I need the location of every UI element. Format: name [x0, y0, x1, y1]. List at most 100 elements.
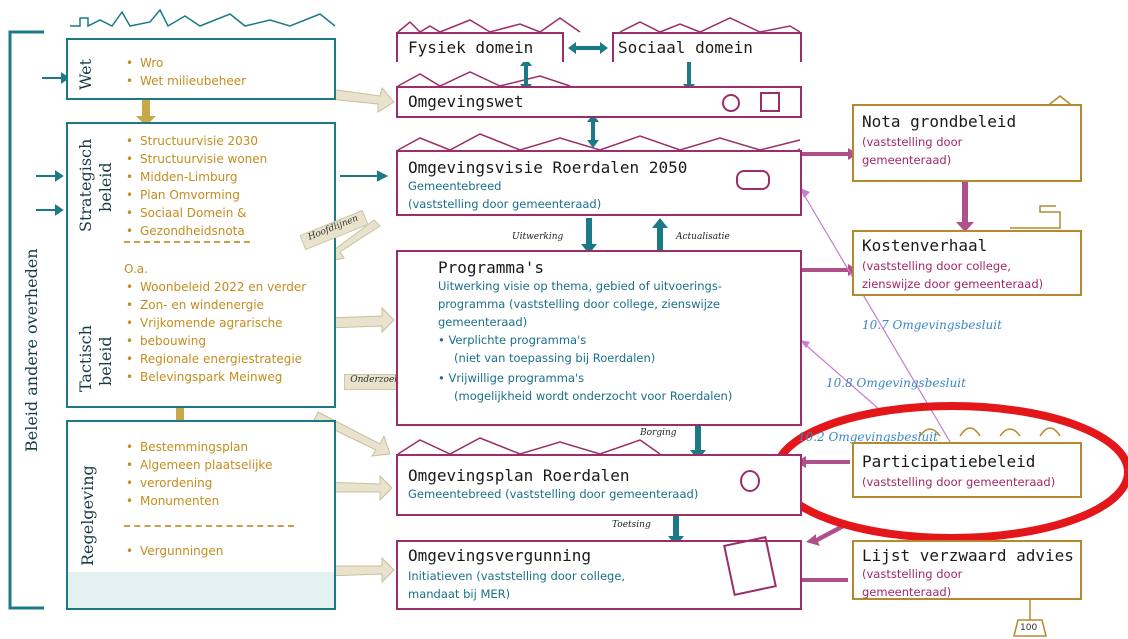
vergunning-line1: Initiatieven (vaststelling door college, [408, 569, 626, 583]
arrow-lijst-verg [790, 574, 848, 586]
fysiek-box [396, 32, 564, 62]
weight-label: 100 [1020, 623, 1038, 633]
sign-icon [722, 94, 740, 112]
programmas-bullet1-sub: (niet van toepassing bij Roerdalen) [454, 351, 656, 365]
visie-box [396, 150, 802, 216]
register-decoration [1010, 205, 1061, 229]
arrow-toetsing [668, 512, 684, 546]
skyline-decoration [70, 8, 336, 28]
kosten-title: Kostenverhaal [862, 236, 988, 255]
list-item: Structuurvisie 2030 [124, 132, 267, 150]
strategisch-label-1: Strategisch [76, 138, 95, 232]
arrow-actualisatie [652, 218, 668, 254]
nota-line2: gemeenteraad) [862, 153, 952, 167]
list-item: Midden-Limburg [124, 168, 267, 186]
tactisch-label-1: Tactisch [76, 325, 95, 392]
participatie-title: Participatiebeleid [862, 452, 1036, 471]
list-item: Belevingspark Meinweg [124, 368, 306, 386]
strategisch-divider [124, 241, 250, 243]
tape-arrow-tact [325, 306, 395, 334]
programmas-bullet2-sub: (mogelijkheid wordt onderzocht voor Roer… [454, 389, 733, 403]
lijst-line2: gemeenteraad) [862, 585, 952, 599]
uitwerking-label: Uitwerking [512, 232, 564, 242]
programmas-line2: programma (vaststelling door college, zi… [438, 297, 720, 311]
kosten-line1: (vaststelling door college, [862, 259, 1011, 273]
center-skyline-4 [397, 133, 801, 151]
omgevingsplan-title: Omgevingsplan Roerdalen [408, 466, 630, 485]
strategisch-list: Structuurvisie 2030 Structuurvisie wonen… [124, 132, 267, 240]
list-item: Regionale energiestrategie [124, 350, 306, 368]
omgevingswet-box [396, 86, 802, 118]
programmas-line1: Uitwerking visie op thema, gebied of uit… [438, 279, 722, 293]
list-item: Gezondheidsnota [124, 222, 267, 240]
tape-arrow-regel-3 [325, 556, 395, 584]
arrow-particip-verg [806, 522, 848, 546]
annotation-line-108 [799, 339, 881, 411]
nota-title: Nota grondbeleid [862, 112, 1017, 131]
annotation-10-7: 10.7 Omgevingsbesluit [862, 318, 1002, 332]
bullet-text: Verplichte programma's [448, 333, 587, 347]
tactisch-intro: O.a. [124, 262, 148, 276]
list-item: verordening [124, 474, 272, 492]
arrow-fysiek-sociaal [568, 42, 608, 54]
arrow-fysiek-wet [520, 58, 532, 92]
center-skyline-top [397, 17, 581, 33]
binoculars-icon [736, 170, 770, 190]
arrow-borging [690, 424, 706, 460]
kosten-box [852, 230, 1082, 296]
visie-title: Omgevingsvisie Roerdalen 2050 [408, 158, 688, 177]
list-item: Woonbeleid 2022 en verder [124, 278, 306, 296]
programmas-bullet2: • Vrijwillige programma's [438, 371, 585, 385]
nota-line1: (vaststelling door [862, 135, 963, 149]
center-skyline-3 [397, 71, 571, 87]
arrow-particip-plan [796, 456, 850, 468]
nota-box [852, 104, 1082, 182]
lijst-title: Lijst verzwaard advies [862, 546, 1074, 565]
arrow-uitwerking [581, 218, 597, 254]
list-item: Plan Omvorming [124, 186, 267, 204]
annotation-10-8: 10.8 Omgevingsbesluit [826, 376, 966, 390]
vergunning-box [396, 540, 802, 610]
regelgeving-label: Regelgeving [78, 465, 97, 566]
list-item: Zon- en windenergie [124, 296, 306, 314]
arrow-wet-visie [587, 114, 599, 148]
programmas-title: Programma's [438, 258, 544, 277]
tactisch-label-2: beleid [96, 336, 115, 386]
arrow-nota-kosten [956, 176, 974, 232]
tape-onderzoek: Onderzoek [344, 374, 406, 390]
landscape-decoration [68, 572, 334, 608]
wet-label: Wet [76, 58, 95, 90]
list-item: Sociaal Domein & [124, 204, 267, 222]
programmas-line3: gemeenteraad) [438, 315, 528, 329]
list-item: Structuurvisie wonen [124, 150, 267, 168]
center-skyline-5 [397, 437, 661, 455]
toetsing-label: Toetsing [612, 520, 651, 530]
list-item: Algemeen plaatselijke [124, 456, 272, 474]
actualisatie-label: Actualisatie [676, 232, 730, 242]
participatie-box [852, 442, 1082, 498]
sociaal-title: Sociaal domein [618, 38, 753, 57]
list-item: Vrijkomende agrarische [124, 314, 306, 332]
arrow-nota-visie [790, 148, 858, 160]
regelgeving-list: Bestemmingsplan Algemeen plaatselijke ve… [124, 438, 272, 510]
programmas-box [396, 250, 802, 426]
sociaal-box [612, 32, 802, 62]
borging-label: Borging [640, 428, 677, 438]
fysiek-title: Fysiek domein [408, 38, 534, 57]
arrow-sociaal-wet [683, 54, 695, 92]
list-item: Wet milieubeheer [124, 72, 246, 90]
people-decoration [919, 427, 1061, 437]
strategisch-label-2: beleid [96, 162, 115, 212]
vergunning-line2: mandaat bij MER) [408, 587, 511, 601]
list-item: Wro [124, 54, 246, 72]
vergunning-title: Omgevingsvergunning [408, 546, 592, 565]
list-item: Monumenten [124, 492, 272, 510]
annotation-10-2: 10.2 Omgevingsbesluit [798, 430, 938, 444]
left-bracket [8, 30, 44, 610]
visie-line1: Gemeentebreed [408, 179, 502, 193]
omgevingsplan-box [396, 454, 802, 516]
omgevingswet-title: Omgevingswet [408, 92, 524, 111]
regelgeving-list-2: Vergunningen [124, 542, 223, 560]
omgevingsplan-line1: Gemeentebreed (vaststelling door gemeent… [408, 487, 699, 501]
visie-line2: (vaststelling door gemeenteraad) [408, 197, 602, 211]
